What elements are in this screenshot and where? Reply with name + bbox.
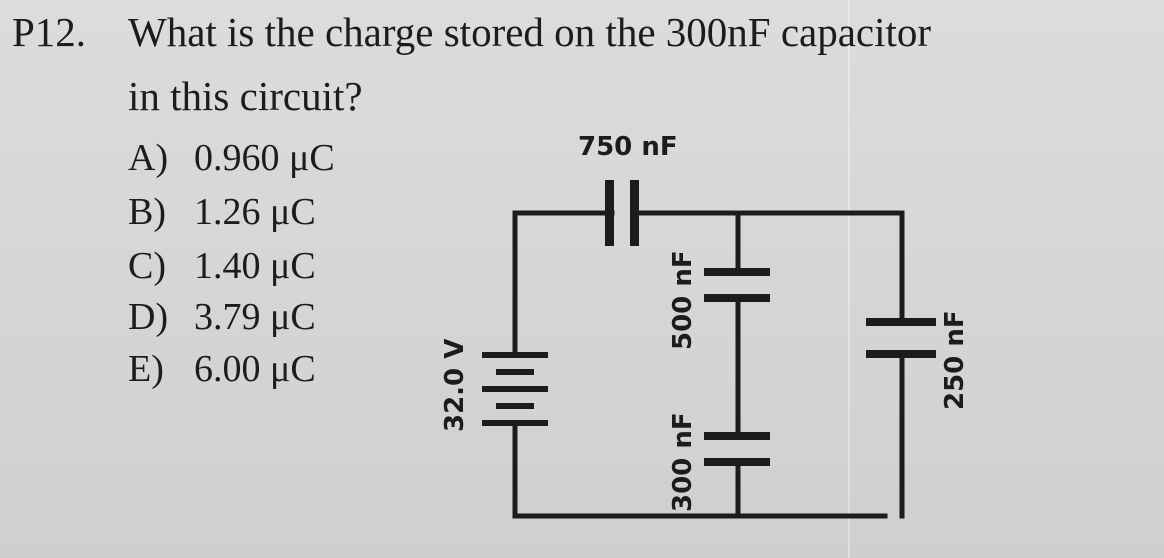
- option-letter: E): [128, 348, 164, 390]
- label-500nf: 500 nF: [668, 250, 698, 350]
- option-value: 6.00 μC: [194, 348, 316, 390]
- label-250nf: 250 nF: [940, 310, 970, 410]
- label-battery-voltage: 32.0 V: [440, 338, 470, 432]
- capacitor-500nf: [704, 268, 770, 302]
- question-text-line2: in this circuit?: [128, 73, 363, 119]
- label-750nf: 750 nF: [578, 132, 678, 162]
- paper-fold-line: [848, 0, 850, 558]
- question-text-line1: What is the charge stored on the 300nF c…: [128, 9, 932, 55]
- option-d: D) 3.79 μC: [128, 295, 316, 339]
- option-b: B) 1.26 μC: [128, 190, 316, 234]
- option-e: E) 6.00 μC: [128, 347, 316, 391]
- label-300nf: 300 nF: [668, 412, 698, 512]
- option-letter: C): [128, 245, 166, 287]
- question-number: P12.: [12, 9, 87, 55]
- capacitor-250nf: [866, 318, 936, 358]
- option-c: C) 1.40 μC: [128, 244, 316, 288]
- battery-symbol: [482, 352, 548, 426]
- option-a: A) 0.960 μC: [128, 136, 335, 180]
- option-value: 0.960 μC: [194, 137, 335, 179]
- capacitor-300nf: [704, 432, 770, 466]
- option-value: 1.26 μC: [194, 191, 316, 233]
- option-letter: D): [128, 296, 169, 338]
- option-letter: B): [128, 191, 166, 233]
- option-letter: A): [128, 137, 169, 179]
- option-value: 1.40 μC: [194, 245, 316, 287]
- capacitor-750nf: [605, 180, 639, 246]
- option-value: 3.79 μC: [194, 296, 316, 338]
